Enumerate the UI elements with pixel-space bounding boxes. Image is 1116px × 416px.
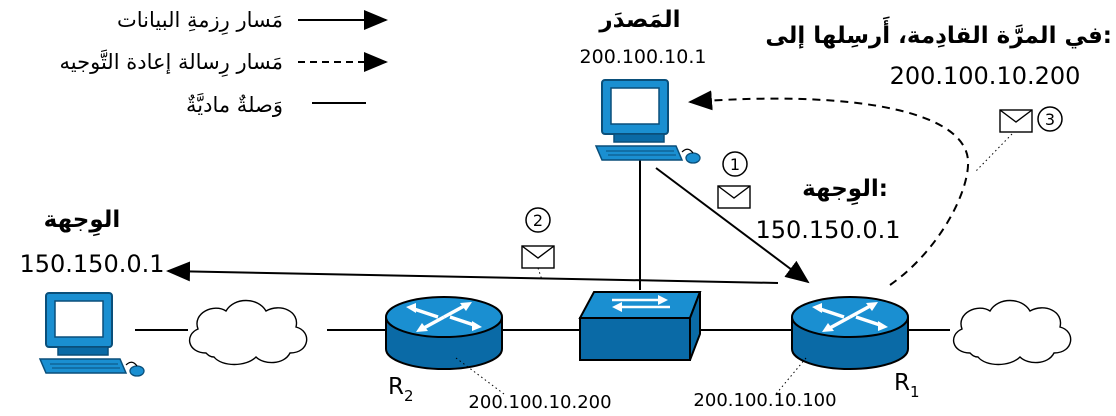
step-1-marker: 1 bbox=[722, 151, 748, 177]
redirect-path-arrow bbox=[688, 90, 970, 286]
legend-label-physical-link: وَصلةٌ ماديَّةٌ bbox=[186, 92, 283, 117]
source-ip: 200.100.10.1 bbox=[580, 46, 707, 68]
step-2-marker: 2 bbox=[525, 207, 551, 233]
router-r2-label: R2 bbox=[388, 374, 414, 405]
cloud-left bbox=[188, 299, 308, 366]
destination-computer bbox=[39, 292, 145, 377]
dest-left-ip: 150.150.0.1 bbox=[19, 250, 164, 278]
router-r1 bbox=[790, 295, 910, 371]
legend-label-redirect-path: مَسار رِسالة إعادة التَّوجيه bbox=[60, 49, 283, 78]
source-title: المَصدَر bbox=[598, 7, 680, 33]
next-time-ip: 200.100.10.200 bbox=[890, 62, 1081, 90]
cloud-right bbox=[952, 299, 1072, 366]
switch bbox=[578, 291, 702, 361]
source-computer bbox=[595, 79, 701, 164]
dest-r1-title: الوِجهة: bbox=[802, 176, 888, 206]
dest-r1-ip: 150.150.0.1 bbox=[755, 216, 900, 244]
svg-text:1: 1 bbox=[730, 155, 740, 174]
next-time-title: في المرَّة القادِمة، أَرسِلها إلى: bbox=[765, 16, 1112, 49]
router-r2-ip: 200.100.10.200 bbox=[468, 392, 611, 413]
envelope-icon bbox=[999, 109, 1033, 133]
legend-label-data-path: مَسار رِزمةِ البيانات bbox=[117, 8, 283, 35]
svg-text:3: 3 bbox=[1045, 110, 1055, 129]
physical-links bbox=[135, 160, 950, 331]
router-r1-label: R1 bbox=[894, 370, 920, 401]
envelope-icon bbox=[521, 245, 555, 269]
envelope-icon bbox=[717, 185, 751, 209]
step-3-marker: 3 bbox=[1037, 106, 1063, 132]
dest-left-title: الوِجهة bbox=[44, 207, 121, 237]
arrow-r1-to-destination bbox=[166, 261, 779, 284]
router-r2 bbox=[384, 295, 504, 371]
svg-text:2: 2 bbox=[533, 211, 543, 230]
arrow-source-to-r1 bbox=[655, 167, 810, 284]
router-r1-ip: 200.100.10.100 bbox=[693, 390, 836, 411]
